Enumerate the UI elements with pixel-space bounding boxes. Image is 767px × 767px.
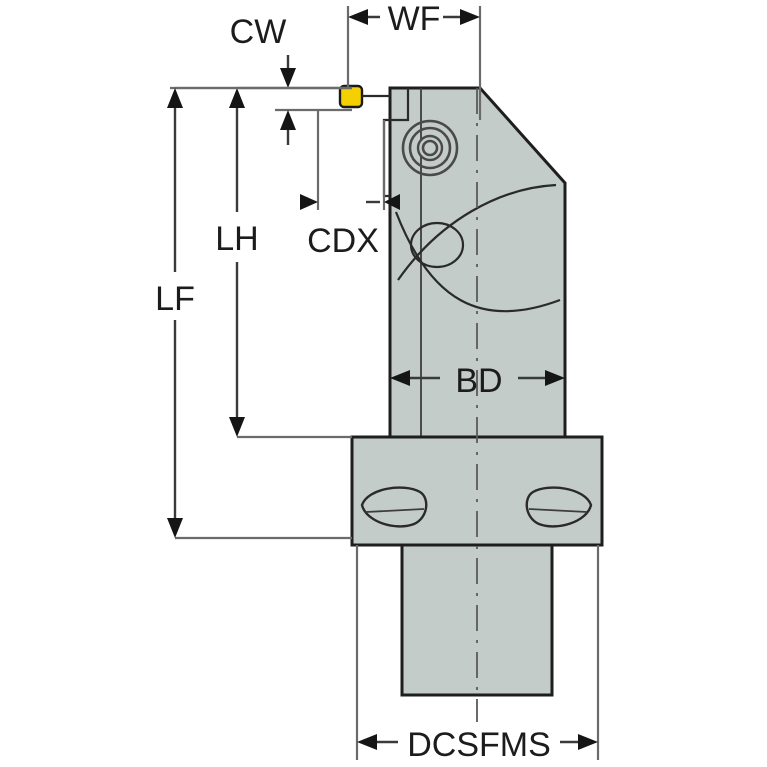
cutting-insert [338,84,364,109]
cdx-label: CDX [307,222,379,260]
chip-flute-upper-edge [397,183,557,281]
coupling-drive-slot-left [360,486,428,528]
wf-arrow-right [460,9,480,25]
insert-pocket-step [390,88,410,122]
cutting-insert-group [338,84,390,109]
dimension-dcsfms: DCSFMS [355,545,600,764]
coupling-drive-slot-right-groove [528,508,588,513]
clamping-screw-torx-socket [421,139,439,157]
dimension-bd: BD [390,362,565,400]
lf-label: LF [155,280,195,318]
cw-arrow-down [280,68,296,88]
coupling-drive-slots [360,486,593,528]
lf-arrow-up [167,88,183,108]
cw-arrow-up [280,110,296,130]
dimension-wf: WF [346,0,482,120]
cdx-arrow-right [384,194,400,210]
dcsfms-arrow-right [578,734,598,750]
tool-geometry-group [338,84,604,722]
bd-label: BD [455,362,502,400]
dcsfms-arrow-left [357,734,377,750]
lh-label: LH [215,220,258,258]
dimension-lh: LH [215,86,352,439]
lh-arrow-up [229,88,245,108]
lf-arrow-down [167,518,183,538]
cw-label: CW [230,13,287,51]
coupling-drive-slot-left-groove [365,508,425,513]
dimension-cdx: CDX [300,110,400,260]
lh-arrow-down [229,417,245,437]
dimension-cw: CW [170,13,352,145]
clamping-screw-group [401,119,459,177]
coolant-outlet-hole [409,221,465,269]
cdx-arrow-left [300,194,318,210]
coupling-drive-slot-right [525,486,593,528]
chip-flute-arc [394,211,561,313]
dimension-lf: LF [155,86,352,540]
clamping-screw-head [416,134,444,162]
wf-arrow-left [348,9,368,25]
dcsfms-label: DCSFMS [407,726,551,764]
wf-label: WF [388,0,441,38]
bd-arrow-left [390,370,410,386]
bd-arrow-right [545,370,565,386]
clamping-screw-outer-ring [401,119,459,177]
clamping-screw-mid-ring [408,126,452,170]
chip-flute-group [394,183,561,313]
